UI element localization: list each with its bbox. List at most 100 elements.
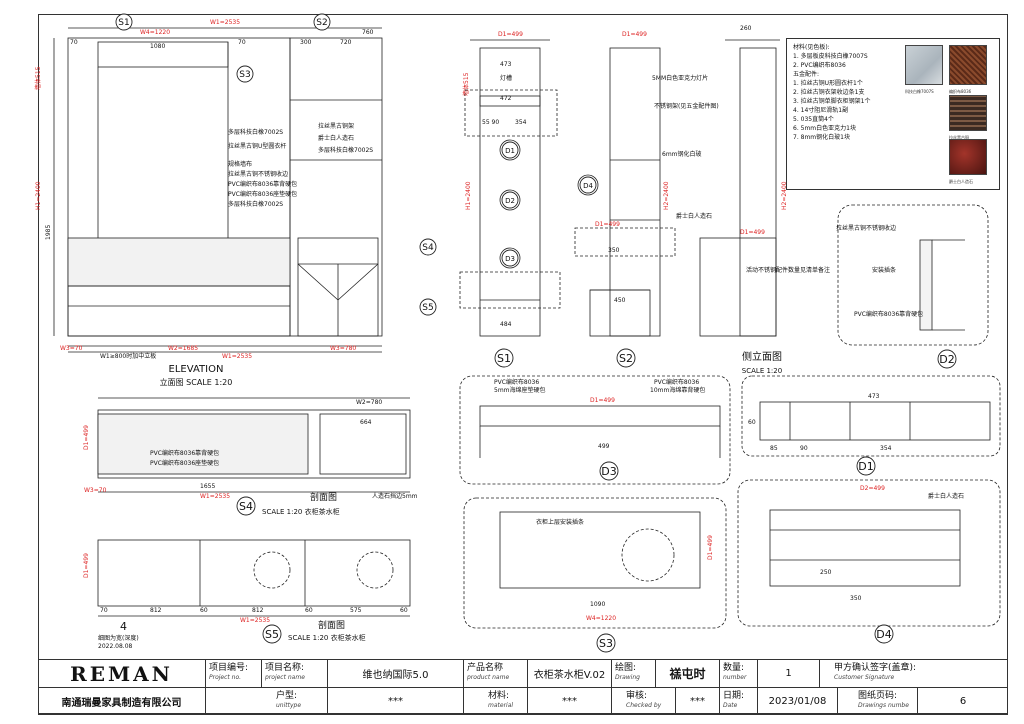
s1-472: 472	[500, 95, 512, 102]
marker-s1: S1	[118, 18, 129, 28]
checked-label-cell: 审核: Checked by	[612, 688, 676, 715]
notes-line-5: 2. 拉丝古铜衣架收边条1支	[793, 89, 865, 96]
d2-note-2: 安装插条	[872, 266, 896, 274]
note-4: 拉丝黑古铜不锈钢收边	[228, 170, 288, 178]
s5-stamp: 4	[120, 620, 127, 633]
s4-w3: W3=70	[84, 487, 107, 494]
side-hw-note: 活动不锈钢配件数量见清单备注	[746, 266, 830, 274]
s1-5590: 55 90	[482, 119, 499, 126]
s5-60c: 60	[400, 607, 408, 614]
d4-d2: D2=499	[860, 485, 885, 492]
note-8: 拉丝黑古铜架	[318, 122, 354, 130]
dim-w3b: W3=780	[330, 345, 356, 352]
swatch-oak-label: 科技白橡7007S	[905, 89, 934, 94]
side-h2: H2=2400	[781, 181, 788, 210]
note-9: 爵士白人造石	[318, 134, 354, 142]
label-d2: D2	[939, 353, 954, 366]
dim-w1-bottom: W1=2535	[222, 353, 252, 360]
note-6: PVC编织布8036座垫硬包	[228, 190, 297, 198]
d1-473: 473	[868, 393, 880, 400]
page-label-cell: 图纸页码: Drawings numbe	[838, 688, 918, 715]
dim-w2: W2=1685	[168, 345, 198, 352]
notes-line-9: 6. 5mm白色亚克力1块	[793, 125, 856, 132]
s1-wall: 墙体515	[462, 72, 470, 96]
page-sub: Drawings numbe	[858, 702, 909, 709]
s5-w1: W1=2535	[240, 617, 270, 624]
label-d3: D3	[601, 465, 616, 478]
s2-acrylic: 5MM白色亚克力灯片	[652, 74, 708, 82]
s5-70: 70	[100, 607, 108, 614]
notes-line-6: 3. 拉丝古铜单脚衣柜钢架1个	[793, 98, 871, 105]
project-name-cell: 维也纳国际5.0	[328, 660, 464, 688]
swatch-fabric	[949, 45, 987, 85]
s4-d1: D1=499	[83, 425, 90, 450]
unittype-label-cell: 户型: unittype	[206, 688, 328, 715]
s2-d1: D1=499	[622, 31, 647, 38]
checked-cell: ***	[676, 688, 720, 715]
swatch-fabric-label: 编织布8036	[949, 89, 972, 94]
project-name-label-cell: 项目名称: project name	[262, 660, 328, 688]
d3-499: 499	[598, 443, 610, 450]
company-cell: 南通瑞曼家具制造有限公司	[38, 688, 206, 715]
swatch-stone-label: 爵士白人造石	[949, 179, 973, 184]
s5-60a: 60	[200, 607, 208, 614]
s4-w1: W1=2535	[200, 493, 230, 500]
page-value: 6	[959, 695, 967, 707]
notes-line-4: 1. 拉丝古铜U形圆衣杆1个	[793, 80, 863, 87]
dim-760: 760	[362, 29, 374, 36]
s4-stone-edge: 人造石挡边5mm	[372, 492, 418, 500]
product-sub: product name	[467, 674, 510, 681]
product-label-cell: 产品名称 product name	[464, 660, 528, 688]
checked-label: 审核:	[626, 691, 648, 701]
unittype-value: ***	[388, 695, 403, 707]
notes-line-2: 2. PVC编织布8036	[793, 62, 846, 69]
s2-steel: 不锈钢架(见五金配件图)	[654, 102, 719, 110]
dim-300: 300	[300, 39, 312, 46]
d4-350: 350	[850, 595, 862, 602]
s1-484: 484	[500, 321, 512, 328]
page-label: 图纸页码:	[858, 691, 898, 701]
project-name-sub: project name	[265, 674, 305, 681]
s1-d1: D1=499	[498, 31, 523, 38]
date-label-cell: 日期: Date	[720, 688, 758, 715]
d2-note-3: PVC编织布8036靠背硬包	[854, 310, 923, 318]
material-sub: material	[488, 702, 514, 709]
signature-cell: 甲方确认签字(盖章): Customer Signature	[820, 660, 1008, 688]
s4-title: 剖面图	[310, 491, 337, 503]
s2-h2: H2=2400	[663, 181, 670, 210]
s1-h1: H1=2400	[465, 181, 472, 210]
drawer-signature: 禚屯时	[669, 667, 706, 681]
dim-wall: 墙体515	[34, 66, 42, 90]
signature-sub: Customer Signature	[834, 674, 895, 681]
notes-line-1: 1. 多层板皮科技白橡7007S	[793, 53, 868, 60]
d4-note-1: 爵士白人造石	[928, 492, 964, 500]
s4-w2: W2=780	[356, 399, 382, 406]
s1-light-groove: 灯槽	[500, 74, 512, 82]
side-stone: 爵士白人造石	[676, 212, 712, 220]
project-no-sub: Project no.	[209, 674, 242, 681]
s2-bubble-d4: D4	[583, 182, 593, 190]
s4-note-1: PVC编织布8036靠背硬包	[150, 449, 219, 457]
d4-250: 250	[820, 569, 832, 576]
s4-subtitle: SCALE 1:20 衣柜茶水柜	[262, 507, 340, 516]
dim-1985: 1985	[45, 225, 52, 240]
dim-h1: H1=2400	[35, 181, 42, 210]
callout-midboard: W1≥800时加中立板	[100, 352, 156, 360]
s2-d1b: D1=499	[595, 221, 620, 228]
s4-664: 664	[360, 419, 372, 426]
s1-bubble-d3: D3	[505, 255, 515, 263]
d3-d1: D1=499	[590, 397, 615, 404]
page-cell: 6	[918, 688, 1008, 715]
notes-line-10: 7. 8mm钢化白玻1块	[793, 134, 850, 141]
label-d4: D4	[876, 628, 891, 641]
s5-812a: 812	[150, 607, 162, 614]
d1-85: 85	[770, 445, 778, 452]
s3-w4: W4=1220	[586, 615, 616, 622]
side-d1: D1=499	[740, 229, 765, 236]
checked-value: ***	[690, 695, 705, 707]
marker-s5: S5	[422, 303, 433, 313]
dim-w1: W1=2535	[210, 19, 240, 26]
swatch-oak	[905, 45, 943, 85]
title-block: REMAN 南通瑞曼家具制造有限公司 项目编号: Project no. 项目名…	[38, 659, 1008, 715]
